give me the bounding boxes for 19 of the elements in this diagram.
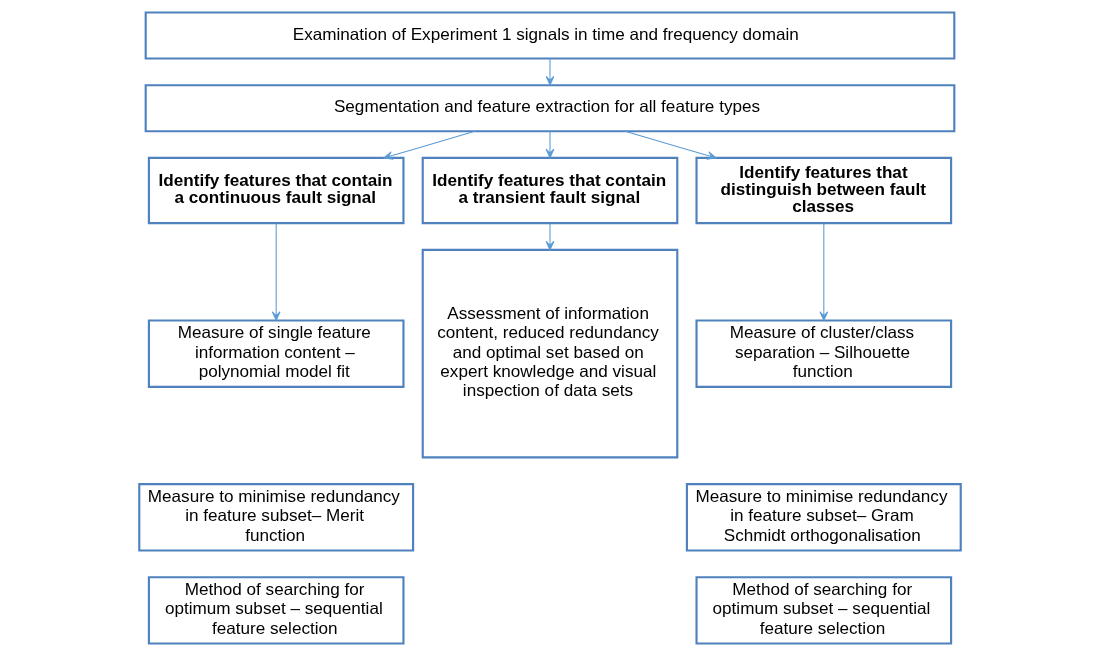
node-box: Assessment of information content, reduced redundancy and optimal set based on expert knowledge and visual inspection of data sets [421,248,679,459]
node-box: Measure to minimise redundancy in feature subset– Gram Schmidt orthogonalisation [685,483,962,552]
node-box: Examination of Experiment 1 signals in time and frequency domain [144,11,956,60]
arrow [545,131,555,159]
node-box: Identify features that contain a continuous fault signal [147,156,405,225]
node-box: Segmentation and feature extraction for all feature types [144,84,956,133]
node-box: Identify features that distinguish between fault classes [695,156,953,225]
node-box: Measure of cluster/class separation – Silhouette function [695,319,953,388]
arrow [545,57,555,86]
node-box: Method of searching for optimum subset – sequential feature selection [695,576,953,645]
arrow [545,222,555,251]
node-box: Identify features that contain a transient fault signal [421,156,679,225]
node-box: Measure of single feature information content – polynomial model fit [147,319,405,388]
arrow [819,222,829,321]
arrow [383,130,476,160]
arrow [271,222,281,321]
node-box: Method of searching for optimum subset – sequential feature selection [147,576,405,645]
node-box: Measure to minimise redundancy in feature subset– Merit function [138,483,415,552]
arrow [624,130,717,160]
